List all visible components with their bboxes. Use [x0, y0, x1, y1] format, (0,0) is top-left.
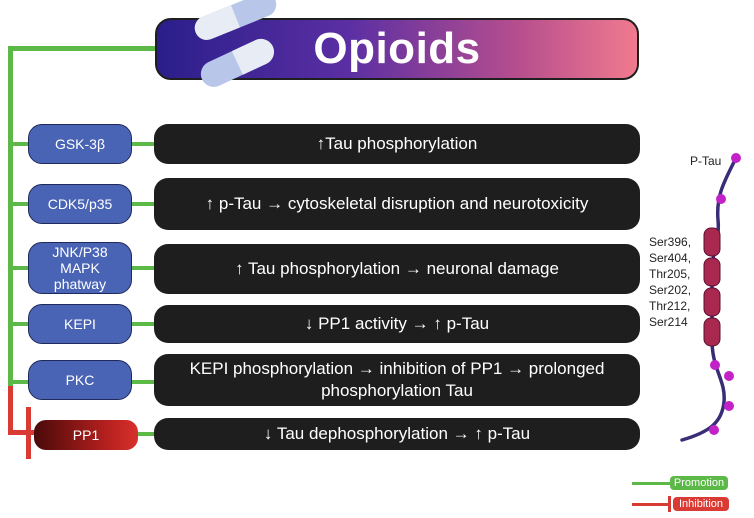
promotion-spine: [8, 46, 13, 386]
effect-box-gsk3b: ↑Tau phosphorylation: [154, 124, 640, 164]
phosphorylation-site-6: Ser214: [649, 315, 688, 329]
legend-inhibition-line: [632, 503, 670, 506]
connector-pkc: [130, 380, 156, 384]
legend-inhibition-label: Inhibition: [673, 497, 729, 511]
legend-promotion-label: Promotion: [670, 476, 728, 490]
branch-jnk: [8, 266, 30, 270]
connector-pp1: [136, 432, 156, 436]
branch-pkc: [8, 380, 30, 384]
effect-box-cdk5-p35: ↑ p-Tau → cytoskeletal disruption and ne…: [154, 178, 640, 230]
connector-kepi: [130, 322, 156, 326]
phosphorylation-site-2: Ser404,: [649, 251, 692, 265]
phosphorylation-site-3: Thr205,: [649, 267, 691, 281]
inhibition-connector: [8, 386, 13, 432]
phosphorylation-site-4: Ser202,: [649, 283, 692, 297]
branch-cdk5: [8, 202, 30, 206]
pathway-pill-pkc: PKC: [28, 360, 132, 400]
branch-kepi: [8, 322, 30, 326]
inhibition-connector-horizontal: [8, 430, 36, 435]
branch-gsk3b: [8, 142, 30, 146]
connector-cdk5: [130, 202, 156, 206]
p-tau-label: P-Tau: [690, 154, 722, 168]
phosphorylation-site-5: Thr212,: [649, 299, 691, 313]
effect-box-pkc: KEPI phosphorylation → inhibition of PP1…: [154, 354, 640, 406]
effect-box-jnk-p38-mapk: ↑ Tau phosphorylation → neuronal damage: [154, 244, 640, 294]
effect-box-kepi: ↓ PP1 activity → ↑ p-Tau: [154, 305, 640, 343]
pathway-pill-jnk-p38-mapk: JNK/P38 MAPK phatway: [28, 242, 132, 294]
pathway-pill-pp1: PP1: [34, 420, 138, 450]
pathway-pill-kepi: KEPI: [28, 304, 132, 344]
pathway-pill-gsk3b: GSK-3β: [28, 124, 132, 164]
promotion-connector-top: [8, 46, 156, 51]
phosphorylation-site-1: Ser396,: [649, 235, 692, 249]
inhibition-bar: [26, 407, 31, 459]
connector-gsk3b: [130, 142, 156, 146]
pathway-pill-cdk5-p35: CDK5/p35: [28, 184, 132, 224]
legend-promotion-line: [632, 482, 672, 485]
connector-jnk: [130, 266, 156, 270]
p-tau-strand-illustration: [680, 153, 741, 442]
effect-box-pp1: ↓ Tau dephosphorylation → ↑ p-Tau: [154, 418, 640, 450]
pill-capsules-icon: [194, 0, 277, 87]
title-text: Opioids: [313, 24, 481, 73]
legend-inhibition-bar: [668, 496, 671, 512]
